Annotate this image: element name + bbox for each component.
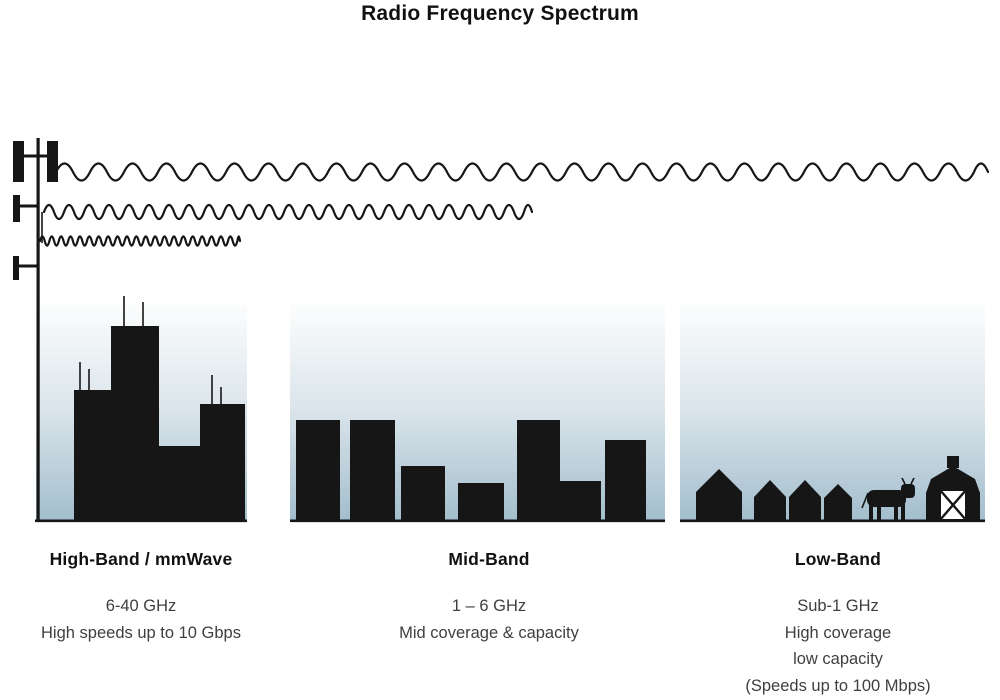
building-silhouette	[159, 446, 200, 520]
cow-icon	[861, 477, 915, 520]
building-silhouette	[111, 326, 159, 520]
band-freq: 6-40 GHz	[105, 597, 177, 615]
house-icon	[824, 484, 852, 520]
band-freq: 1 – 6 GHz	[451, 597, 527, 615]
building-silhouette	[401, 466, 445, 520]
band-desc: High speeds up to 10 Gbps	[41, 623, 241, 642]
building-silhouette	[458, 483, 504, 520]
band-heading: Low-Band	[794, 549, 882, 569]
band-desc: High coverage	[784, 623, 892, 642]
band-label-low: Low-Band Sub-1 GHz High coverage low cap…	[690, 549, 986, 699]
spectrum-diagram	[13, 138, 990, 523]
rural-scene	[696, 456, 980, 521]
band-heading: Mid-Band	[448, 549, 530, 569]
house-icon	[696, 469, 742, 520]
barn-icon	[926, 456, 980, 521]
band-label-mid: Mid-Band 1 – 6 GHz Mid coverage & capaci…	[339, 549, 639, 646]
house-icon	[789, 480, 821, 520]
building-silhouette	[605, 440, 646, 520]
town-skyline	[296, 420, 646, 520]
band-heading: High-Band / mmWave	[49, 549, 233, 569]
band-desc: Mid coverage & capacity	[399, 623, 579, 642]
cell-tower-icon	[13, 138, 58, 521]
short-wavelength-wave	[38, 235, 242, 247]
building-silhouette	[74, 390, 111, 520]
house-icon	[754, 480, 786, 520]
building-silhouette	[200, 404, 245, 520]
page-title: Radio Frequency Spectrum	[361, 2, 639, 25]
band-desc: low capacity	[793, 650, 883, 668]
building-silhouette	[560, 481, 601, 520]
band-label-high: High-Band / mmWave 6-40 GHz High speeds …	[11, 549, 271, 646]
building-silhouette	[517, 420, 560, 520]
building-silhouette	[296, 420, 340, 520]
building-silhouette	[350, 420, 395, 520]
band-freq: Sub-1 GHz	[797, 597, 879, 615]
medium-wavelength-wave	[42, 203, 534, 221]
band-desc: (Speeds up to 100 Mbps)	[745, 676, 931, 695]
long-wavelength-wave	[54, 162, 990, 182]
city-skyline	[74, 296, 245, 520]
